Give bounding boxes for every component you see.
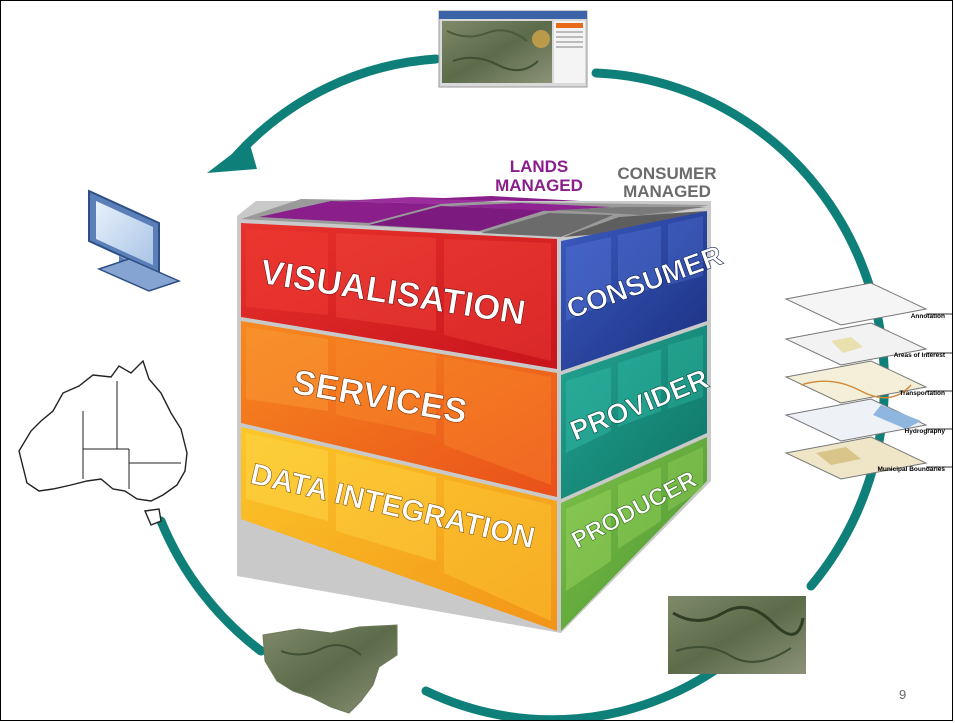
layer-label-hydrography: Hydrography bbox=[905, 428, 946, 435]
layer-label-annotation: Annotation bbox=[911, 313, 945, 320]
monitor-icon bbox=[88, 189, 182, 292]
data-layers-stack: Annotation Areas of Interest Transportat… bbox=[784, 282, 952, 480]
layer-municipal-boundaries bbox=[784, 436, 952, 480]
architecture-cube: VISUALISATION SERVICES DATA INTEGRATION … bbox=[237, 157, 727, 633]
consumer-managed-line2: MANAGED bbox=[623, 182, 711, 201]
consumer-managed-line1: CONSUMER bbox=[617, 164, 716, 183]
cycle-arrow bbox=[156, 54, 889, 720]
arrow-head-icon bbox=[207, 141, 257, 173]
layer-hydrography bbox=[784, 398, 952, 442]
cube-side-face bbox=[561, 211, 707, 631]
layer-label-areas-of-interest: Areas of Interest bbox=[894, 352, 946, 359]
cube-front-face bbox=[241, 223, 557, 631]
lands-managed-line2: MANAGED bbox=[495, 176, 583, 195]
layer-transportation bbox=[784, 360, 952, 404]
layer-areas-of-interest bbox=[784, 322, 952, 366]
map-application-screenshot bbox=[438, 10, 588, 88]
cube-top-face bbox=[241, 196, 709, 237]
state-satellite-image bbox=[262, 624, 398, 714]
layer-annotation bbox=[784, 282, 952, 326]
satellite-photo bbox=[668, 596, 806, 674]
page-number: 9 bbox=[899, 687, 907, 702]
layer-label-municipal-boundaries: Municipal Boundaries bbox=[877, 466, 945, 473]
australia-map-outline bbox=[18, 359, 188, 526]
lands-managed-line1: LANDS bbox=[510, 157, 569, 176]
layer-label-transportation: Transportation bbox=[899, 390, 945, 397]
